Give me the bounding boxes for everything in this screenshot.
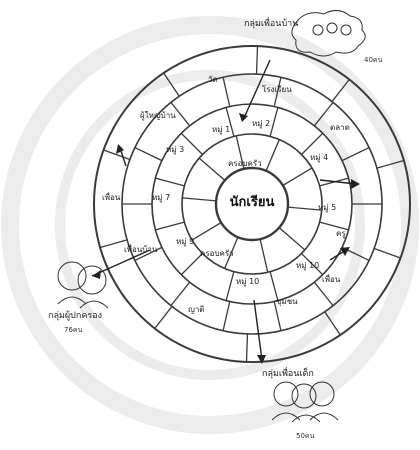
- ring-divider: [288, 207, 322, 210]
- outer-label-community: ชุมชน: [276, 297, 298, 306]
- ring-divider: [260, 239, 268, 272]
- outer-label-relatives: ญาติ: [188, 305, 205, 314]
- middle-label-5: หมู่ 5: [318, 203, 336, 213]
- ring-divider: [257, 46, 258, 74]
- ring-divider: [155, 222, 184, 230]
- ring-divider: [279, 228, 305, 250]
- center-label: นักเรียน: [230, 194, 275, 210]
- ring-divider: [182, 198, 216, 201]
- outer-label-neighbors: เพื่อนบ้าน: [124, 243, 158, 254]
- group-parents-label: กลุ่มผู้ปกครอง: [48, 310, 102, 321]
- middle-label-10b: หมู่ 10: [236, 277, 259, 287]
- ring-divider: [181, 133, 202, 154]
- outer-label-market: ตลาด: [330, 123, 350, 132]
- ring-divider: [223, 301, 230, 330]
- middle-label-1: หมู่ 1: [212, 125, 230, 135]
- outer-label-headman: ผู้ใหญ่บ้าน: [140, 111, 176, 121]
- middle-label-7: หมู่ 7: [152, 193, 170, 203]
- outer-label-temple: วัด: [208, 75, 218, 84]
- outer-label-school: โรงเรียน: [262, 84, 292, 94]
- group-neighbors-label: กลุ่มเพื่อนบ้าน: [244, 16, 298, 29]
- ring-divider: [374, 248, 400, 258]
- outer-label-friend-right: เพื่อน: [322, 273, 341, 284]
- ring-divider: [171, 282, 190, 305]
- ring-divider: [199, 158, 225, 180]
- outer-label-teacher: ครู: [336, 229, 346, 239]
- middle-label-2: หมู่ 2: [252, 119, 270, 129]
- ring-divider: [246, 334, 247, 362]
- ring-divider: [192, 223, 221, 241]
- ring-divider: [100, 240, 127, 248]
- ring-divider: [223, 77, 230, 106]
- ring-divider: [226, 272, 234, 301]
- ring-divider: [135, 148, 162, 161]
- ring-divider: [314, 282, 333, 305]
- middle-label-9: หมู่ 9: [176, 237, 194, 247]
- ring-divider: [301, 133, 322, 154]
- ring-divider: [155, 178, 184, 186]
- group-parents-count: 76คน: [64, 326, 83, 334]
- middle-label-4: หมู่ 4: [310, 153, 328, 163]
- ring-divider: [270, 107, 278, 136]
- inner-label-family-bottom: ครอบครัว: [200, 249, 234, 258]
- ring-divider: [155, 306, 172, 328]
- middle-label-10a: หมู่ 10: [296, 261, 319, 271]
- ring-divider: [266, 140, 279, 171]
- middle-label-3: หมู่ 3: [166, 145, 184, 155]
- group-child-friends-count: 50คน: [296, 432, 315, 440]
- outer-label-friend-left: เพื่อน: [102, 191, 121, 202]
- group-neighbors-count: 40คน: [364, 56, 383, 64]
- ring-divider: [283, 168, 312, 186]
- inner-label-family-top: ครอบครัว: [228, 159, 262, 168]
